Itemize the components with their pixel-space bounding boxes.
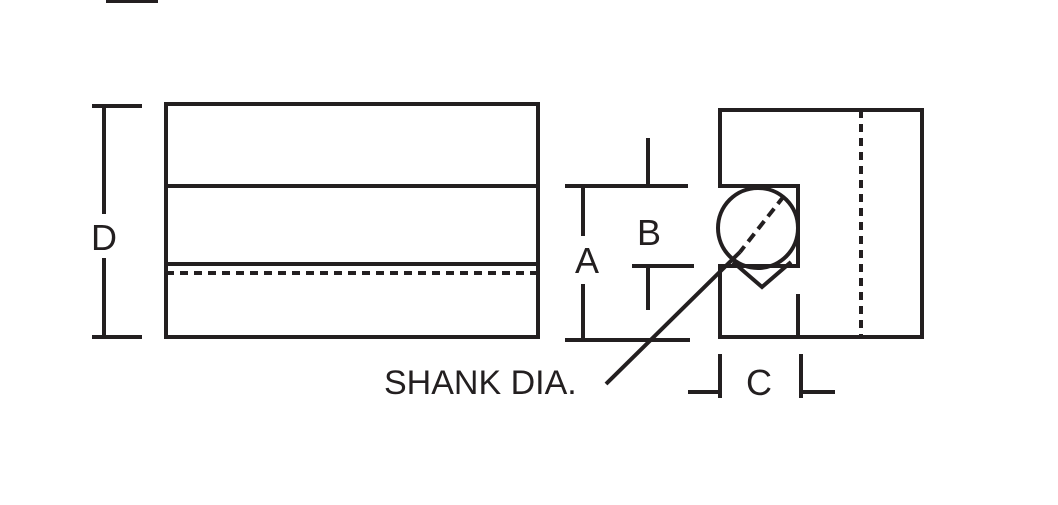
shank-v-notch	[731, 260, 793, 290]
dimension-a	[565, 184, 690, 342]
label-c: C	[746, 362, 772, 403]
end-view-outline	[718, 108, 924, 339]
shank-leader-line	[604, 250, 742, 386]
label-d: D	[91, 217, 117, 258]
label-a: A	[575, 240, 599, 281]
side-view-outline	[164, 102, 540, 339]
label-shank-dia: SHANK DIA.	[384, 364, 577, 402]
end-view	[716, 108, 924, 339]
dimension-d	[92, 104, 142, 339]
shank-centerline-dash	[738, 194, 786, 254]
side-view	[164, 102, 540, 339]
dimension-c	[688, 294, 835, 398]
dimension-b	[632, 138, 694, 310]
label-b: B	[637, 212, 661, 253]
shank-circle	[716, 186, 800, 270]
